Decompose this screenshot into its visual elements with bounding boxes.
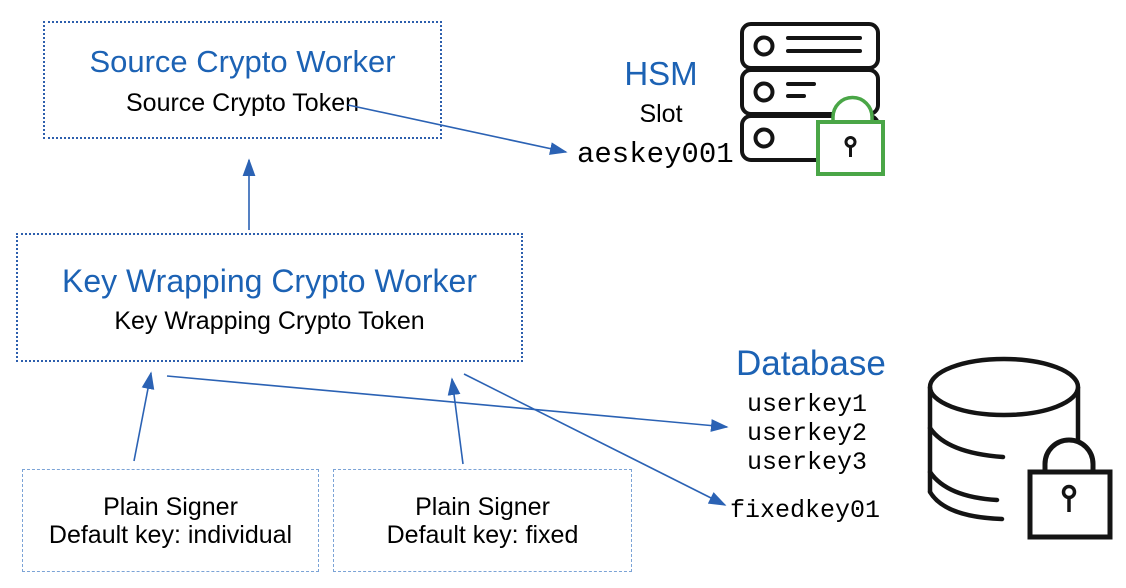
db-user-key: userkey3 <box>747 448 868 477</box>
key-wrapping-crypto-worker-title: Key Wrapping Crypto Worker <box>62 262 477 299</box>
hsm-slot-label: Slot <box>639 100 683 128</box>
black-padlock-icon <box>1027 437 1113 540</box>
plain-signer-individual-default-key: Default key: individual <box>48 520 293 549</box>
plain-signer-fixed-title: Plain Signer <box>415 492 550 521</box>
key-wrapping-crypto-worker-box: Key Wrapping Crypto Worker Key Wrapping … <box>16 233 523 362</box>
plain-signer-individual-box: Plain Signer Default key: individual <box>22 469 319 572</box>
source-crypto-token-label: Source Crypto Token <box>126 88 359 117</box>
plain-signer-fixed-default-key: Default key: fixed <box>386 520 579 549</box>
arrow-signer1-to-kw-worker <box>133 371 155 462</box>
key-wrapping-crypto-token-label: Key Wrapping Crypto Token <box>114 306 425 335</box>
arrow-signer2-to-kw-worker <box>447 377 464 465</box>
hsm-title: HSM <box>624 55 698 92</box>
server-rack-icon <box>740 22 885 176</box>
database-title: Database <box>736 344 886 383</box>
source-crypto-worker-box: Source Crypto Worker Source Crypto Token <box>43 21 442 139</box>
db-user-key: userkey1 <box>747 390 868 419</box>
green-padlock-icon <box>816 95 885 176</box>
arrow-kw-to-user-keys <box>166 375 729 432</box>
database-user-keys: userkey1 userkey2 userkey3 <box>747 390 867 477</box>
database-cylinder-icon <box>927 356 1081 522</box>
database-fixed-key: fixedkey01 <box>730 496 881 525</box>
db-user-key: userkey2 <box>747 419 868 448</box>
source-crypto-worker-title: Source Crypto Worker <box>89 43 396 79</box>
plain-signer-fixed-box: Plain Signer Default key: fixed <box>333 469 632 572</box>
plain-signer-individual-title: Plain Signer <box>103 492 238 521</box>
hsm-slot-key: aeskey001 <box>577 138 734 171</box>
